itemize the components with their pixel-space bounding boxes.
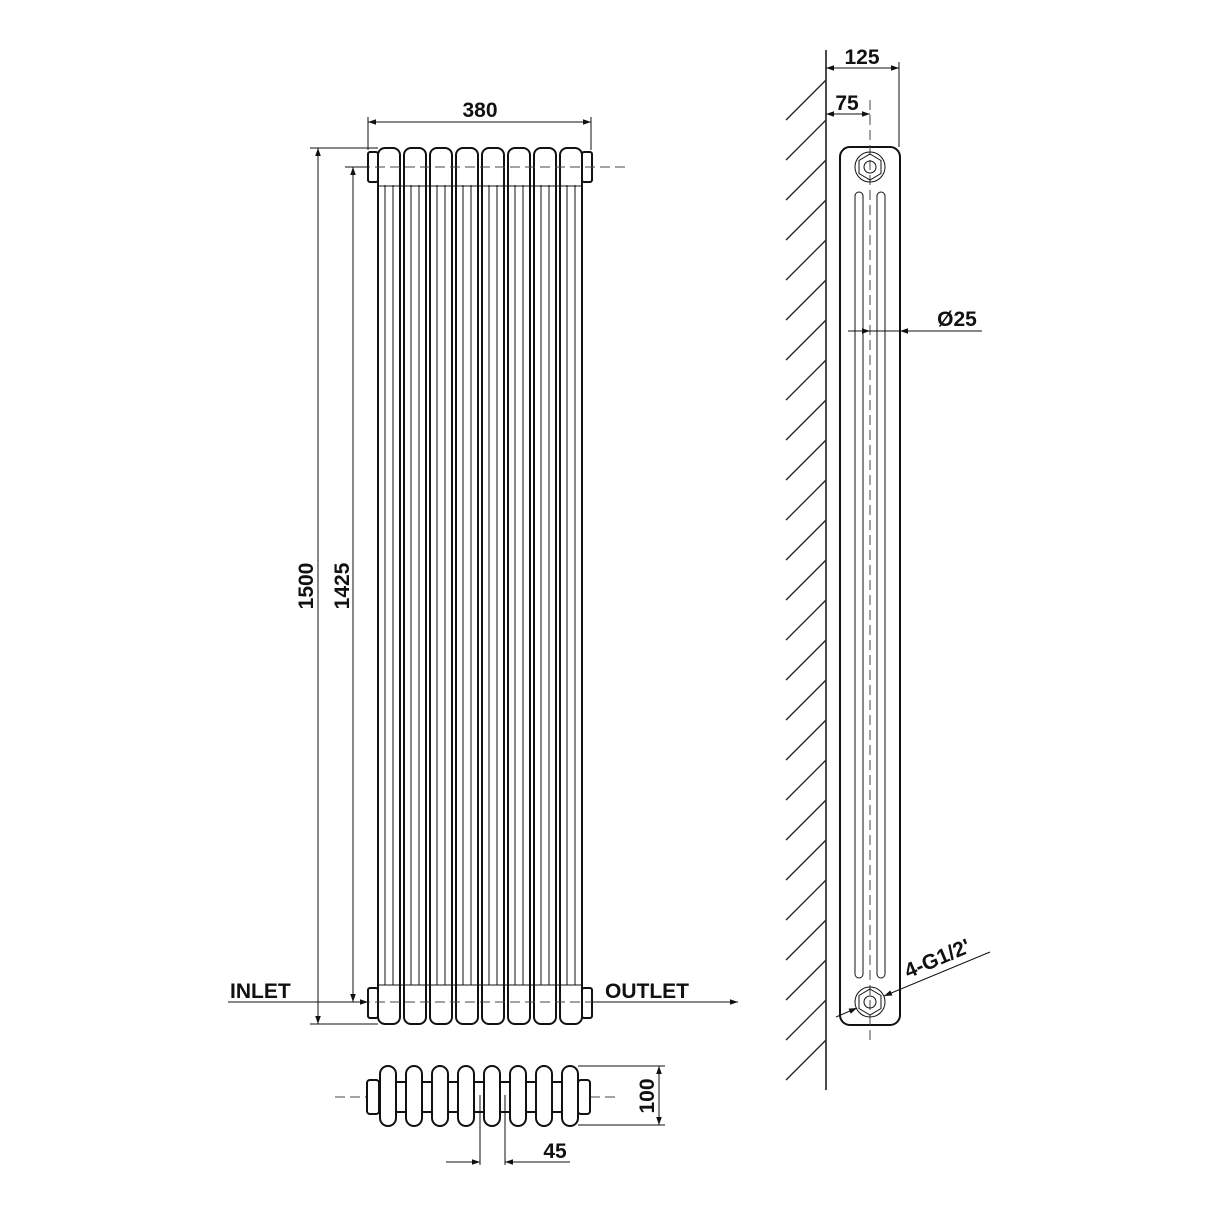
- pitch-label: 45: [543, 1140, 567, 1163]
- top-view: 100 45: [335, 1065, 665, 1165]
- outlet-label: OUTLET: [605, 980, 689, 1003]
- inlet-plug: [367, 987, 379, 1019]
- tube-diameter-label: Ø25: [937, 308, 977, 331]
- center-height-label: 1425: [331, 562, 354, 609]
- bottom-connection-fitting: [854, 986, 886, 1018]
- radiator-columns: [377, 147, 583, 1025]
- connection-size-label: 4-G1/2': [901, 935, 974, 983]
- wall-hatch: [785, 79, 827, 1081]
- front-view: 380 1500 1425 INLET OUTLET: [228, 99, 738, 1025]
- inlet-label: INLET: [230, 980, 291, 1003]
- top-connection-fitting: [854, 151, 886, 183]
- width-dimension-label: 380: [462, 99, 497, 122]
- outlet-plug: [581, 987, 593, 1019]
- side-view: 125 75 Ø25 4-G1/2': [785, 46, 991, 1090]
- overall-height-label: 1500: [295, 563, 318, 610]
- total-depth-label: 125: [844, 46, 879, 69]
- wall-center-label: 75: [835, 92, 859, 115]
- depth-label: 100: [636, 1078, 659, 1113]
